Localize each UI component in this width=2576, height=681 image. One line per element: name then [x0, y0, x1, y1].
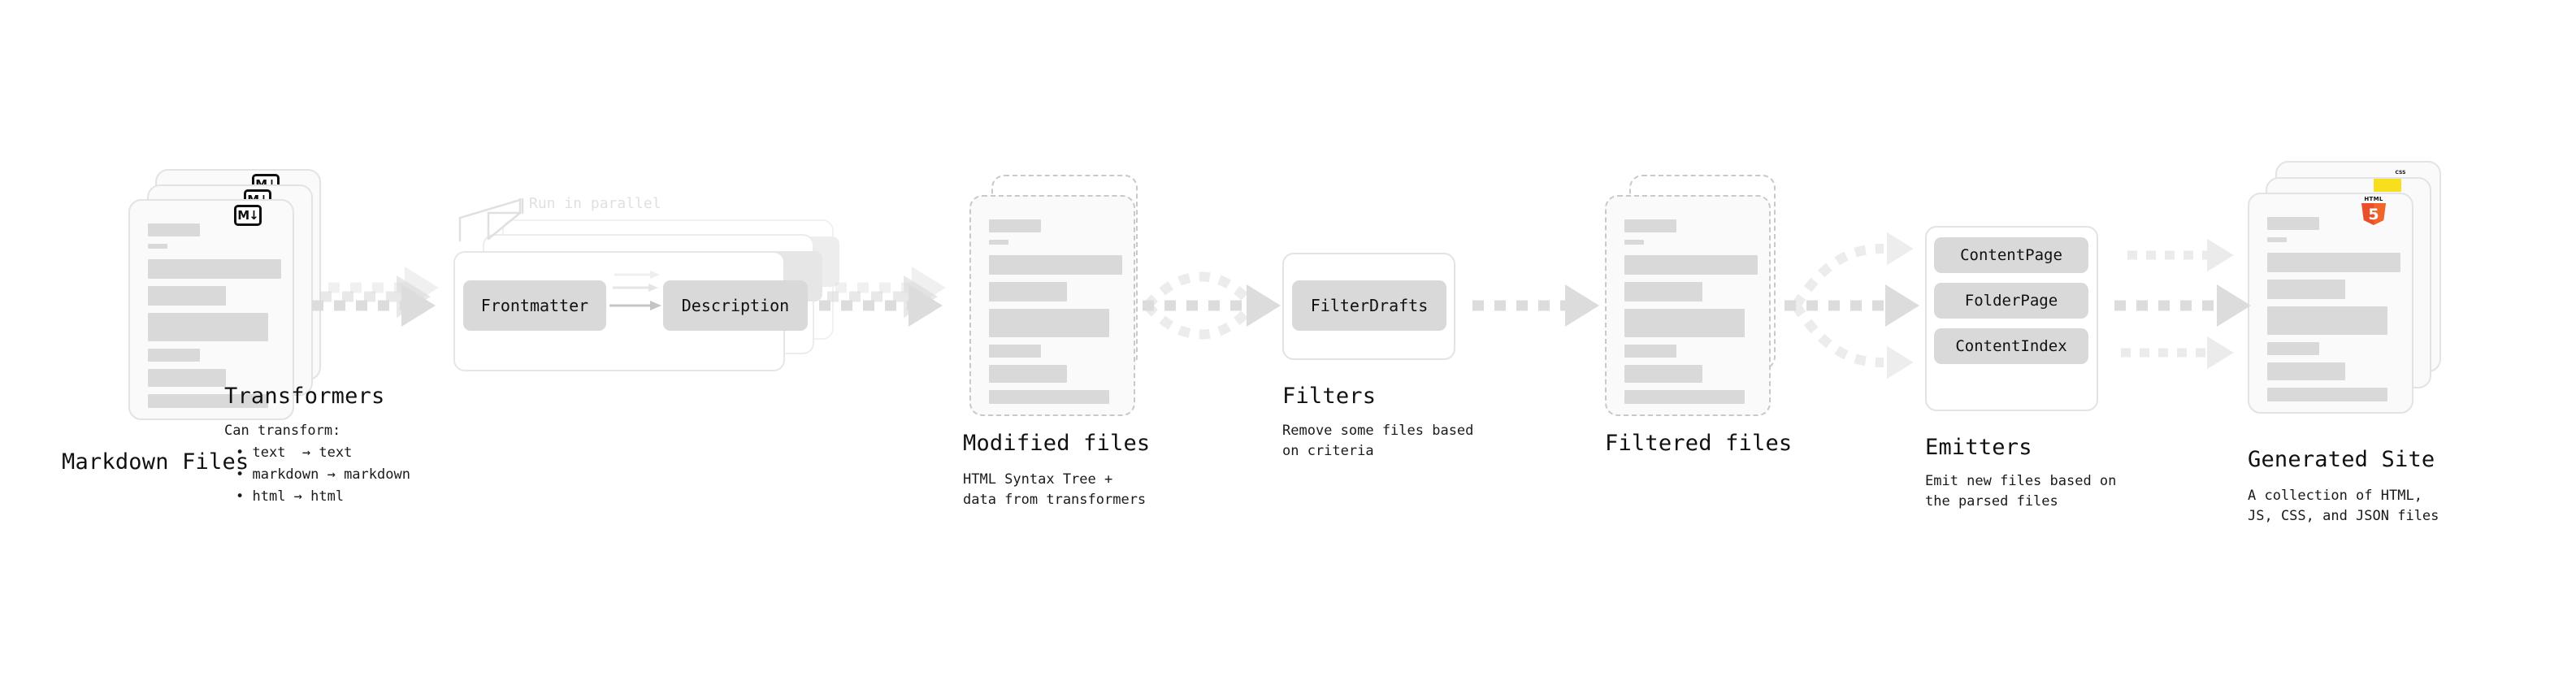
emitters-pill-contentindex[interactable]: ContentIndex — [1934, 328, 2088, 364]
conn-modified-to-filters — [1143, 271, 1281, 340]
conn-markdown-to-transformers — [312, 267, 439, 327]
transformers-bullet-2: • html → html — [236, 488, 345, 505]
transformers-bullet-0: • text → text — [236, 445, 353, 461]
stage-title-emitters: Emitters — [1925, 435, 2032, 460]
modified-doc-front — [969, 195, 1135, 416]
filtered-doc-front — [1605, 195, 1771, 416]
conn-emitters-to-site — [2114, 238, 2251, 370]
html5-badge: HTML 5 — [2361, 196, 2386, 225]
doc-skeleton-lines — [148, 223, 281, 415]
doc-skeleton-lines — [2267, 217, 2400, 409]
javascript-badge — [2374, 179, 2401, 192]
filters-subtitle: Remove some files based on criteria — [1282, 423, 1474, 459]
transformers-parallel-annotation: Run in parallel — [529, 195, 661, 212]
transformers-bullet-1: • markdown → markdown — [236, 466, 410, 483]
stage-title-markdown-files: Markdown Files — [62, 449, 249, 475]
conn-filters-to-filtered — [1472, 284, 1599, 327]
transformer-pill-description[interactable]: Description — [663, 280, 808, 331]
emitters-pill-contentpage[interactable]: ContentPage — [1934, 237, 2088, 273]
doc-skeleton-lines — [989, 219, 1122, 411]
stage-title-transformers: Transformers — [224, 384, 385, 409]
stage-title-filters: Filters — [1282, 384, 1377, 409]
modified-files-subtitle: HTML Syntax Tree + data from transformer… — [963, 471, 1147, 508]
markdown-doc-front — [128, 199, 294, 420]
stage-title-filtered-files: Filtered files — [1605, 431, 1793, 456]
transformer-pill-frontmatter[interactable]: Frontmatter — [463, 280, 606, 331]
site-doc-front — [2248, 193, 2413, 414]
stage-title-generated-site: Generated Site — [2248, 447, 2435, 472]
generated-site-subtitle: A collection of HTML, JS, CSS, and JSON … — [2248, 488, 2439, 524]
emitters-subtitle: Emit new files based on the parsed files — [1925, 473, 2117, 510]
emitters-pill-folderpage[interactable]: FolderPage — [1934, 283, 2088, 319]
stage-title-modified-files: Modified files — [963, 431, 1151, 456]
transformers-subtitle: Can transform: — [224, 423, 341, 439]
stage-generated-site: CSS HTML 5 Generated Site A collection o… — [0, 0, 2441, 524]
conn-filtered-to-emitters — [1785, 232, 1919, 380]
filters-pill-filterdrafts[interactable]: FilterDrafts — [1292, 280, 1446, 331]
doc-skeleton-lines — [1624, 219, 1758, 411]
markdown-badge-icon: M↓ — [234, 205, 262, 226]
